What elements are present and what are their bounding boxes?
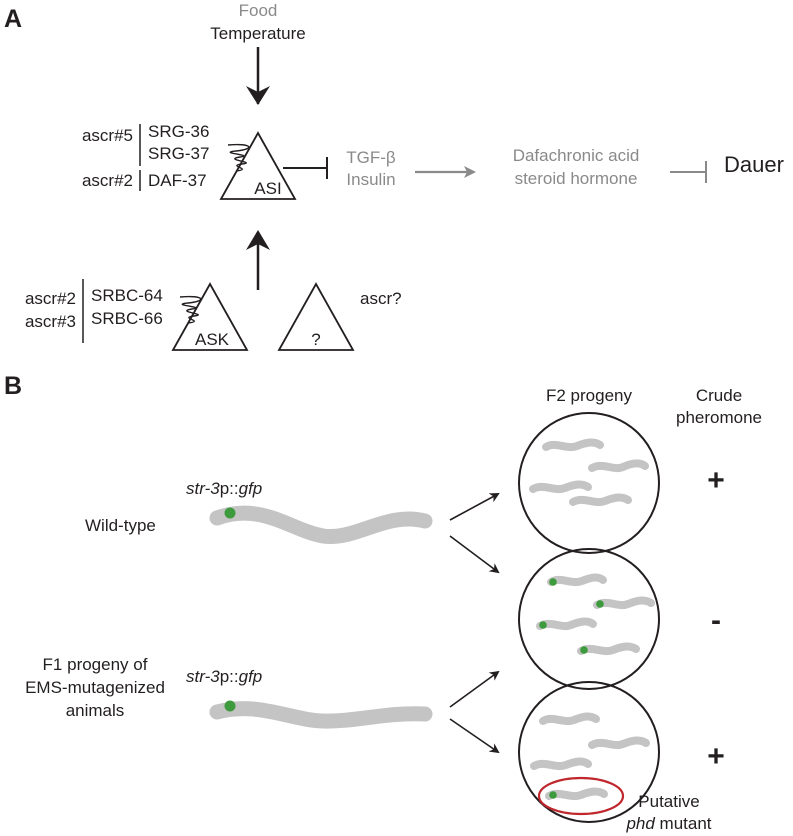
row-f1-label-line1: F1 progeny of [43,655,148,674]
asi-ligand-ascr2: ascr#2 [82,171,133,190]
plate-3-gfp-dot [549,791,557,799]
pathway-tgf-beta: TGF-β [346,148,396,167]
asi-neuron-label: ASI [254,179,281,198]
plate-3-worm [545,787,608,800]
receptor-srg-36: SRG-36 [148,122,209,141]
pathway-steroid-hormone: steroid hormone [515,169,638,188]
panel-b: B F2 progeny Crude pheromone Wild-type s… [4,372,762,833]
arrow-f1-to-plate2 [449,670,500,708]
gfp-dot-f1 [224,700,236,712]
reporter-label-wild-type: str-3p::gfp [186,479,262,498]
unknown-neuron-label: ? [311,330,320,349]
plate-2-gfp-dot [580,646,588,654]
plate-3-worm [530,757,592,770]
plate-3-worm [588,736,650,749]
row-f1-label-line2: EMS-mutagenized [25,678,165,697]
header-crude: Crude [696,386,742,405]
plate-3-worm [539,712,600,725]
ask-ligand-ascr3: ascr#3 [25,312,76,331]
receptor-srg-37: SRG-37 [148,144,209,163]
plate-2-worm [547,573,607,586]
plate-2-pheromone-sign: - [711,604,721,637]
plate-2-gfp-dot [596,600,604,608]
unknown-neuron-triangle [277,282,355,351]
unknown-neuron-ligand: ascr? [360,289,402,308]
plate-2 [518,548,660,690]
plate-1 [518,412,660,554]
mutant-callout-line1: Putative [638,792,699,811]
plate-3-pheromone-sign: + [707,740,725,773]
row-wild-type-label: Wild-type [85,516,156,535]
input-temperature: Temperature [210,24,305,43]
arrow-f1-to-plate3 [449,718,500,754]
gfp-dot-wild-type [224,507,236,519]
mutant-highlight-ellipse [537,776,625,816]
plate-1-circle [518,412,660,554]
arrow-wt-to-plate1 [449,493,500,521]
panel-b-label: B [4,372,22,400]
receptor-srbc-66: SRBC-66 [91,309,163,328]
pathway-dafachronic-acid: Dafachronic acid [513,146,640,165]
mutant-callout-line2: phd mutant [625,814,711,833]
row-f1-label-line3: animals [66,701,125,720]
plate-2-circle [518,548,660,690]
plate-1-worm [588,459,649,472]
plate-2-worm [577,642,640,655]
plate-2-worm [593,596,655,609]
plate-1-worm [542,438,604,451]
plate-2-gfp-dot [539,621,547,629]
inputs-arrowhead [246,86,270,105]
plate-2-gfp-dot [549,578,557,586]
ask-receptor-coil-icon [179,295,202,324]
plate-3 [518,681,660,823]
outcome-dauer: Dauer [724,152,784,177]
receptor-daf-37: DAF-37 [148,171,207,190]
asi-receptor-coil-icon [227,143,250,172]
pathway-insulin: Insulin [346,170,395,189]
plate-1-worm [569,493,632,506]
asi-ligand-ascr5: ascr#5 [82,126,133,145]
receptor-srbc-64: SRBC-64 [91,286,163,305]
plate-2-worm [536,617,597,630]
ask-ligand-ascr2: ascr#2 [25,289,76,308]
arrow-wt-to-plate2 [449,535,500,574]
plate-1-pheromone-sign: + [707,464,725,497]
panel-a-label: A [4,5,22,33]
worm-f1-mutagenized [209,701,433,729]
input-food: Food [239,1,278,20]
ask-neuron-label: ASK [195,330,230,349]
asi-neuron-triangle [219,131,297,200]
header-pheromone: pheromone [676,408,762,427]
panel-a: A Food Temperature ASI ascr#5 SRG-36 SRG… [4,1,784,351]
plate-3-circle [518,681,660,823]
worm-wild-type [209,505,433,545]
header-f2-progeny: F2 progeny [546,386,632,405]
plate-1-worm [529,480,592,493]
reporter-label-f1: str-3p::gfp [186,667,262,686]
ask-to-asi-arrowhead [246,230,270,250]
